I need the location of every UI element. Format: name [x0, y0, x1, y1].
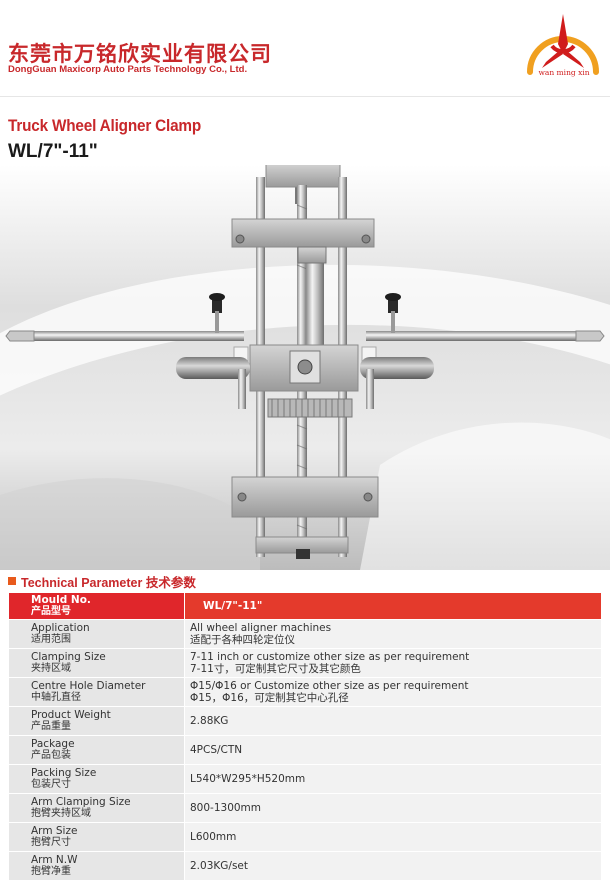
param-value: 2.03KG/set [190, 859, 248, 872]
param-label-cn: 中轴孔直径 [31, 692, 81, 703]
param-value: 7-11寸，可定制其它尺寸及其它颜色 [190, 663, 361, 675]
param-label-en: Arm Size [31, 824, 78, 837]
param-label-en: Centre Hole Diameter [31, 679, 146, 692]
param-value: 7-11 inch or customize other size as per… [190, 650, 470, 663]
param-label-en: Product Weight [31, 708, 111, 721]
param-value: 4PCS/CTN [190, 743, 243, 756]
param-value: 适配于各种四轮定位仪 [190, 634, 295, 646]
param-value-cell: 7-11 inch or customize other size as per… [184, 648, 602, 678]
header-divider [0, 96, 610, 97]
param-value: L600mm [190, 830, 237, 843]
param-value: 800-1300mm [190, 801, 262, 814]
param-value-cell: 2.88KG [184, 706, 602, 736]
wheel-clamp-illustration [0, 165, 610, 570]
param-value-cell: Φ15/Φ16 or Customize other size as per r… [184, 677, 602, 707]
param-label-cn: 抱臂夹持区域 [31, 808, 91, 819]
page-header: 东莞市万铭欣实业有限公司 DongGuan Maxicorp Auto Part… [0, 0, 610, 90]
param-label-cn: 抱臂净重 [31, 866, 71, 877]
param-label-cn: 产品重量 [31, 721, 71, 732]
company-name-cn: 东莞市万铭欣实业有限公司 [8, 41, 272, 66]
param-label-cn: 产品型号 [31, 606, 71, 617]
param-label-en: Clamping Size [31, 650, 106, 663]
product-photo [0, 165, 610, 570]
param-label-en: Arm Clamping Size [31, 795, 131, 808]
param-value: Φ15，Φ16，可定制其它中心孔径 [190, 692, 349, 704]
param-label-en: Arm N.W [31, 853, 78, 866]
section-title: Technical Parameter 技术参数 [21, 575, 196, 590]
param-value: 2.88KG [190, 714, 229, 727]
company-logo [527, 14, 599, 75]
param-value-cell: L600mm [184, 822, 602, 852]
param-label-cn: 包装尺寸 [31, 779, 71, 790]
company-name-en: DongGuan Maxicorp Auto Parts Technology … [8, 64, 248, 75]
param-label-en: Package [31, 737, 75, 750]
param-value: WL/7"-11" [203, 599, 263, 612]
product-title: Truck Wheel Aligner Clamp [8, 116, 202, 135]
param-label-en: Mould No. [31, 593, 91, 606]
param-value: L540*W295*H520mm [190, 772, 306, 785]
param-label-en: Packing Size [31, 766, 97, 779]
param-label-cn: 产品包装 [31, 750, 71, 761]
param-value-cell: 2.03KG/set [184, 851, 602, 881]
param-value-cell: L540*W295*H520mm [184, 764, 602, 794]
param-value: Φ15/Φ16 or Customize other size as per r… [190, 679, 469, 692]
param-label-cn: 抱臂尺寸 [31, 837, 71, 848]
table-header-row: Mould No.产品型号 WL/7"-11" [8, 592, 602, 620]
param-value-cell: 4PCS/CTN [184, 735, 602, 765]
section-heading: Technical Parameter 技术参数 [8, 574, 196, 590]
param-label-cn: 适用范围 [31, 634, 71, 645]
param-label-cn: 夹持区域 [31, 663, 71, 674]
param-label-cell: Mould No.产品型号 [8, 592, 185, 620]
param-value: All wheel aligner machines [190, 621, 332, 634]
logo-text: wan ming xin [538, 68, 590, 77]
product-model: WL/7"-11" [8, 141, 98, 162]
param-label-en: Application [31, 621, 90, 634]
param-value-cell: WL/7"-11" [184, 592, 602, 620]
param-value-cell: 800-1300mm [184, 793, 602, 823]
section-marker-icon [8, 577, 16, 585]
